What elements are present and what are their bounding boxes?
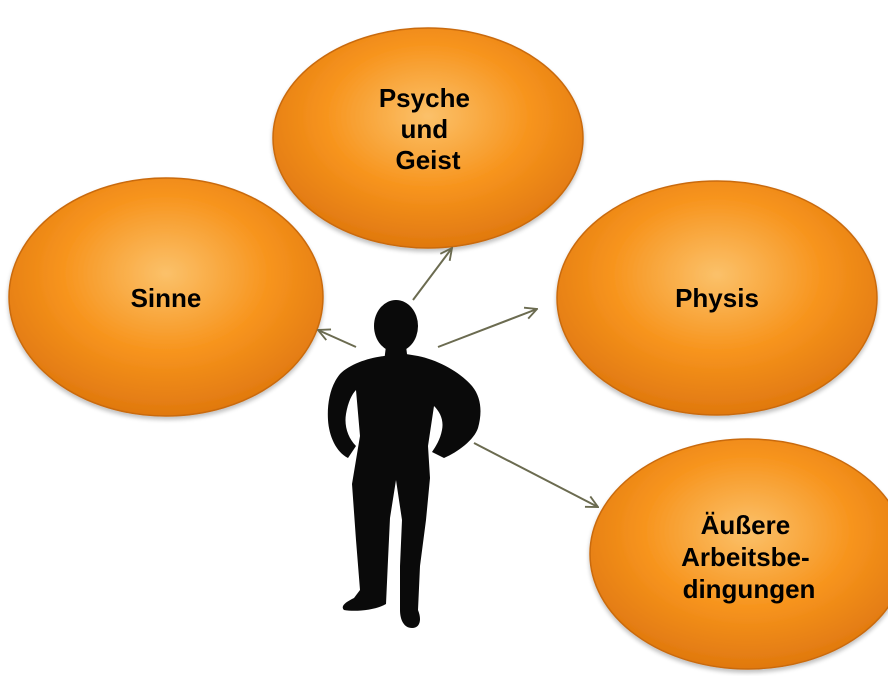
node-psyche-und-geist-shape <box>272 27 584 249</box>
node-physis: Physis <box>556 180 878 416</box>
node-psyche-label-line: Psyche <box>379 83 470 113</box>
arrow-to-physis <box>437 309 537 348</box>
arrow-to-sinne <box>318 330 357 348</box>
node-psyche-label-line: Geist <box>395 145 460 175</box>
silhouette-head <box>374 300 418 352</box>
node-psyche-und-geist-label: Psyche und Geist <box>379 83 477 175</box>
node-sinne-shape <box>8 177 324 417</box>
person-silhouette-icon <box>327 300 481 628</box>
node-arbeit-label-line: Äußere <box>701 510 791 540</box>
node-physis-label: Physis <box>675 283 759 313</box>
arrow-to-arbeitsbedingungen <box>473 442 598 507</box>
node-aeussere-arbeitsbedingungen-label: Äußere Arbeitsbe- dingungen <box>681 510 817 604</box>
node-arbeit-label-line: Arbeitsbe- <box>681 542 810 572</box>
node-aeussere-arbeitsbedingungen: Äußere Arbeitsbe- dingungen <box>589 438 888 670</box>
node-sinne: Sinne <box>8 177 324 417</box>
node-psyche-und-geist: Psyche und Geist <box>272 27 584 249</box>
node-sinne-label: Sinne <box>131 283 202 313</box>
node-physis-shape <box>556 180 878 416</box>
connector-arrows <box>318 248 598 507</box>
node-psyche-label-line: und <box>401 114 449 144</box>
silhouette-body <box>327 354 481 628</box>
node-arbeit-label-line: dingungen <box>683 574 816 604</box>
node-physis-label-line: Physis <box>675 283 759 313</box>
arrow-to-psyche <box>412 248 452 301</box>
node-aeussere-arbeitsbedingungen-shape <box>589 438 888 670</box>
node-sinne-label-line: Sinne <box>131 283 202 313</box>
